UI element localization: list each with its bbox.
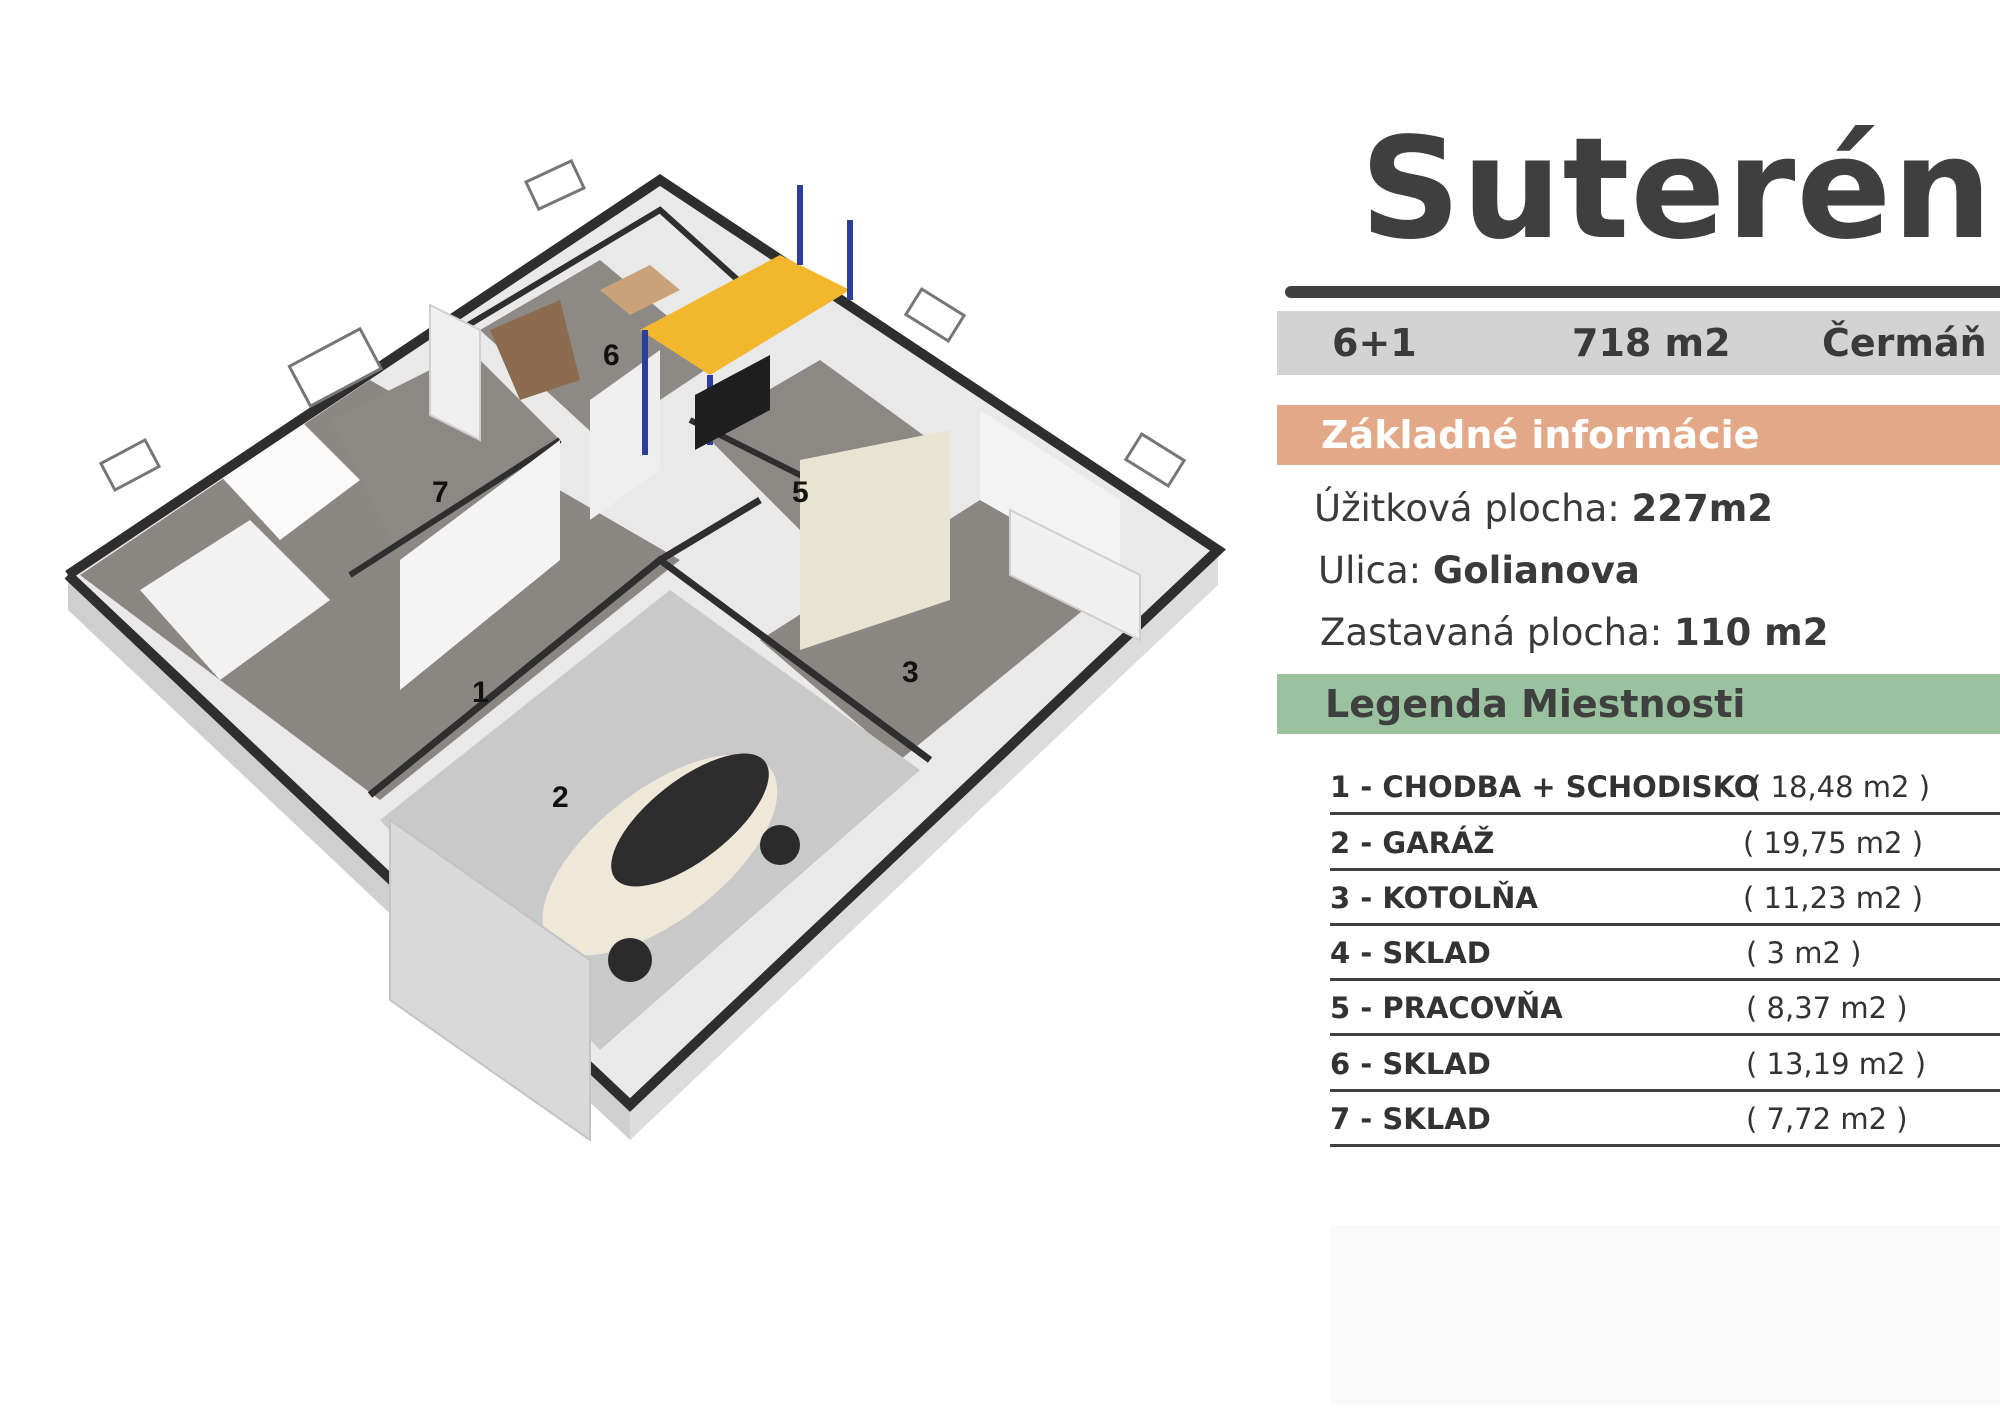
room-name: 5 - PRACOVŇA — [1330, 991, 1563, 1025]
title-underline — [1285, 286, 2000, 298]
room-area: ( 3 m2 ) — [1746, 936, 1862, 970]
info-label: Zastavaná plocha: — [1320, 611, 1675, 654]
window — [287, 326, 384, 409]
info-value: 110 m2 — [1674, 611, 1829, 654]
info-value: Golianova — [1432, 549, 1640, 592]
stat-location: Čermáň — [1822, 321, 1987, 365]
room-name: 7 - SKLAD — [1330, 1102, 1491, 1136]
tv-screen — [695, 355, 770, 450]
stat-plot: 718 m2 — [1572, 321, 1731, 365]
page-title: Suterén — [1360, 108, 1994, 271]
legend-row: 2 - GARÁŽ ( 19,75 m2 ) — [1330, 813, 2000, 871]
info-value: 227m2 — [1631, 487, 1774, 530]
window — [903, 286, 967, 344]
stat-layout: 6+1 — [1332, 321, 1417, 365]
legend-heading: Legenda Miestnosti — [1325, 682, 1746, 726]
info-label: Úžitková plocha: — [1314, 487, 1632, 530]
faded-background-area — [1330, 1225, 2000, 1405]
legend-row: 4 - SKLAD ( 3 m2 ) — [1330, 923, 2000, 981]
room-area: ( 18,48 m2 ) — [1750, 770, 1931, 804]
legend-row: 1 - CHODBA + SCHODISKO ( 18,48 m2 ) — [1330, 757, 2000, 815]
info-built-area: Zastavaná plocha: 110 m2 — [1320, 614, 1828, 651]
stats-bar: 6+1 718 m2 Čermáň — [1277, 311, 2000, 375]
plan-label-6: 6 — [603, 339, 620, 372]
staircase — [140, 520, 330, 680]
window — [98, 437, 162, 493]
plan-label-5: 5 — [792, 476, 809, 509]
room-name: 3 - KOTOLŇA — [1330, 881, 1538, 915]
room-area: ( 8,37 m2 ) — [1746, 991, 1908, 1025]
wardrobe — [800, 430, 950, 650]
plan-label-3: 3 — [902, 656, 919, 689]
plan-label-1: 1 — [472, 676, 489, 709]
floor-plan-illustration: 1 2 3 5 6 7 — [64, 158, 1227, 1142]
garage-door — [389, 818, 591, 1142]
legend-row: 3 - KOTOLŇA ( 11,23 m2 ) — [1330, 868, 2000, 926]
room-area: ( 13,19 m2 ) — [1746, 1047, 1927, 1081]
room-name: 2 - GARÁŽ — [1330, 826, 1495, 860]
plan-label-2: 2 — [552, 781, 569, 814]
info-street: Ulica: Golianova — [1318, 552, 1640, 589]
info-label: Ulica: — [1318, 549, 1433, 592]
car-illustration — [542, 753, 800, 982]
room-name: 4 - SKLAD — [1330, 936, 1491, 970]
legend-row: 7 - SKLAD ( 7,72 m2 ) — [1330, 1089, 2000, 1147]
pallets — [490, 300, 580, 400]
legend-row: 5 - PRACOVŇA ( 8,37 m2 ) — [1330, 978, 2000, 1036]
room-area: ( 7,72 m2 ) — [1746, 1102, 1908, 1136]
basic-info-heading: Základné informácie — [1321, 413, 1760, 457]
shelves — [429, 303, 481, 442]
room-area: ( 11,23 m2 ) — [1743, 881, 1924, 915]
info-usable-area: Úžitková plocha: 227m2 — [1314, 490, 1773, 527]
window — [1123, 431, 1187, 489]
room-area: ( 19,75 m2 ) — [1743, 826, 1924, 860]
floor-storage-7 — [330, 350, 560, 560]
room-name: 6 - SKLAD — [1330, 1047, 1491, 1081]
window — [524, 158, 586, 212]
plan-outer-wall-right — [630, 550, 1218, 1140]
room-name: 1 - CHODBA + SCHODISKO — [1330, 770, 1759, 804]
basic-info-header: Základné informácie — [1277, 405, 2000, 465]
plan-label-7: 7 — [432, 476, 449, 509]
yellow-shelving — [640, 255, 850, 375]
room-legend-header: Legenda Miestnosti — [1277, 674, 2000, 734]
legend-row: 6 - SKLAD ( 13,19 m2 ) — [1330, 1034, 2000, 1092]
